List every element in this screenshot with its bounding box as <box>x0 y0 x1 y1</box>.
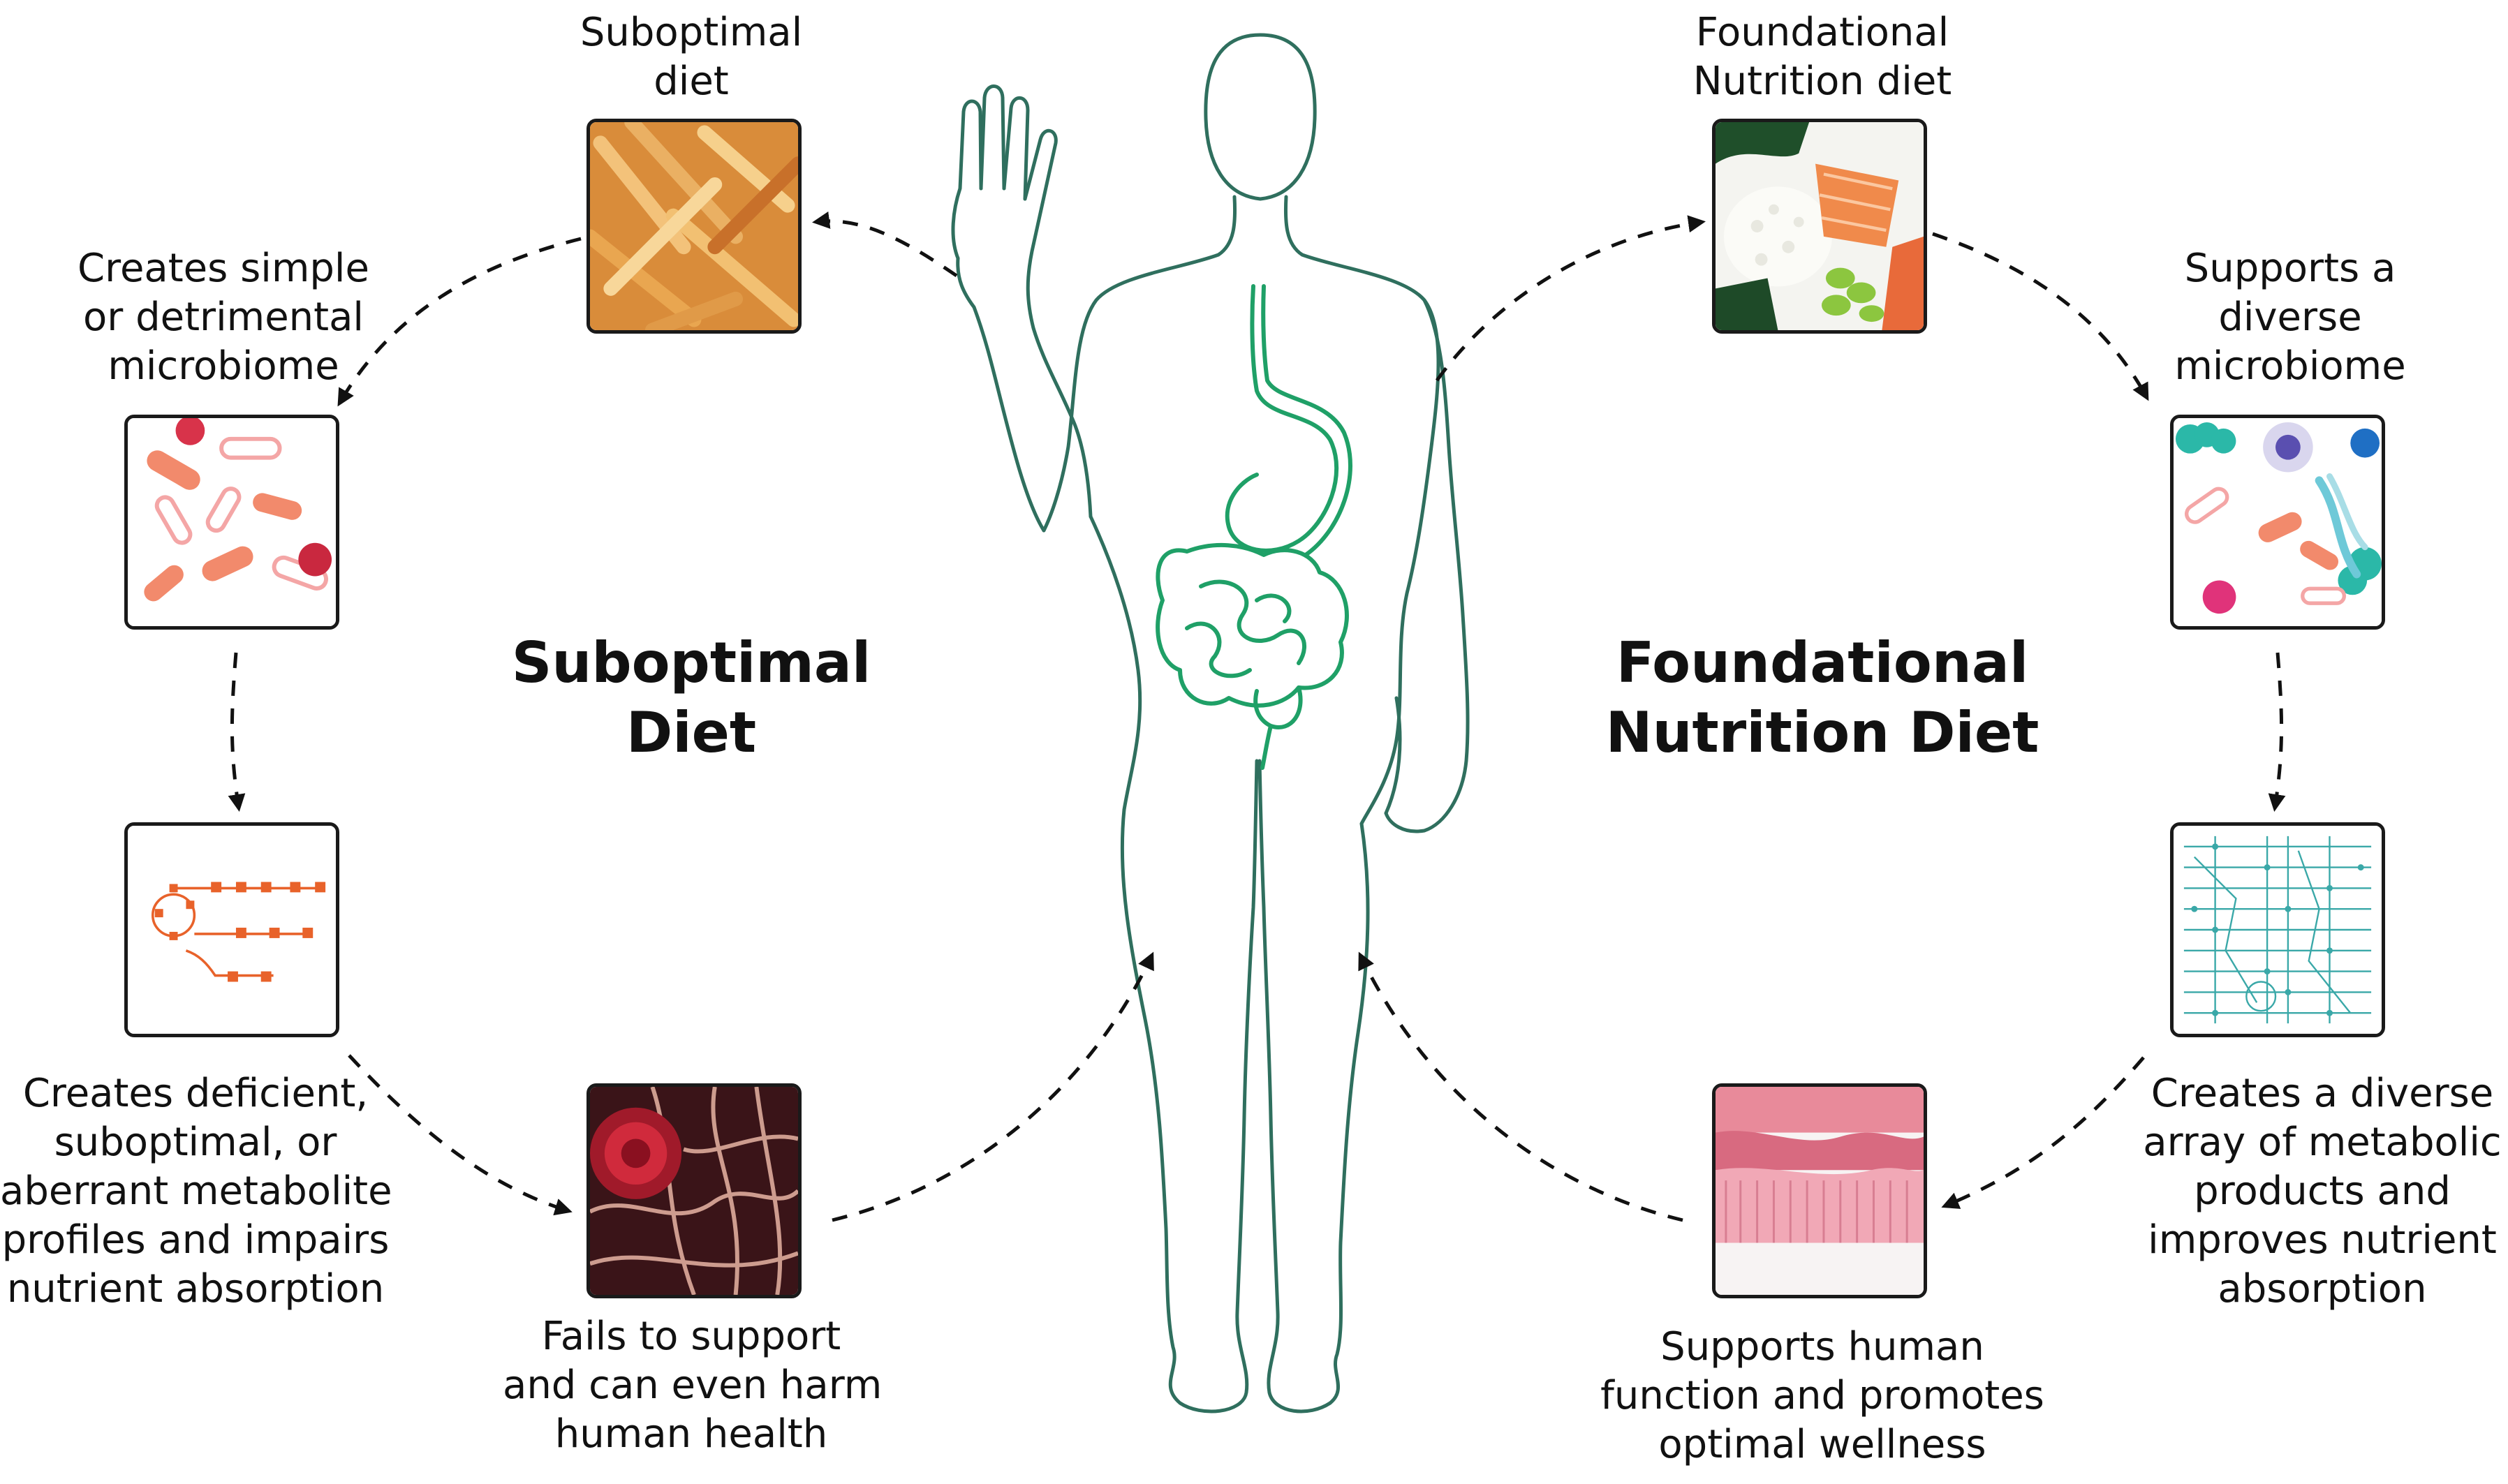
digestive-tract-icon <box>1156 284 1352 770</box>
label-line: optimal wellness <box>1658 1422 1986 1467</box>
label-line: Creates deficient, <box>22 1071 369 1116</box>
label-line: or detrimental <box>83 295 364 340</box>
diverse-metabolic-label: Creates a diverse array of metabolic pro… <box>2137 1069 2508 1314</box>
foundational-diet-label: Foundational Nutrition diet <box>1648 8 1997 106</box>
fails-to-support-label: Fails to support and can even harm human… <box>503 1312 883 1459</box>
label-line: nutrient absorption <box>6 1266 385 1312</box>
label-line: absorption <box>2218 1266 2427 1312</box>
diverse-microbes-illustration-icon <box>2170 415 2385 630</box>
label-line: Supports a <box>2184 246 2396 291</box>
arrow-pathway-to-cell <box>348 1054 573 1216</box>
label-line: array of metabolic <box>2143 1120 2502 1165</box>
bacteria-illustration-icon <box>124 415 339 630</box>
heading-line: Diet <box>626 700 757 765</box>
arrow-cell-to-body <box>832 951 1154 1222</box>
dashed-arrows <box>228 212 2286 1222</box>
suboptimal-diet-label: Suboptimal diet <box>552 8 831 106</box>
supports-human-label: Supports human function and promotes opt… <box>1599 1323 2046 1469</box>
arrow-microbes-to-pathway <box>228 652 246 812</box>
label-line: human health <box>554 1411 828 1457</box>
label-line: profiles and impairs <box>1 1217 390 1263</box>
arrow-fries-to-microbes <box>337 237 582 407</box>
sparse-metabolic-pathway-icon <box>124 822 339 1037</box>
deficient-metabolite-label: Creates deficient, suboptimal, or aberra… <box>0 1069 392 1314</box>
label-line: aberrant metabolite <box>0 1168 392 1214</box>
human-body-outline-icon <box>951 33 1470 1413</box>
arrow-body-to-meal <box>1435 215 1706 382</box>
label-line: Creates simple <box>78 246 369 291</box>
arrow-meal-to-microbes <box>1932 232 2149 401</box>
fries-photo-icon <box>587 119 802 334</box>
label-line: Foundational <box>1695 10 1949 55</box>
foundational-diet-heading: Foundational Nutrition Diet <box>1578 628 2067 768</box>
heading-line: Foundational <box>1616 630 2029 695</box>
label-line: Supports human <box>1660 1324 1984 1370</box>
label-line: Creates a diverse <box>2151 1071 2494 1116</box>
label-line: diverse <box>2218 295 2362 340</box>
label-line: Nutrition diet <box>1692 59 1952 104</box>
label-line: diet <box>654 59 729 104</box>
heading-line: Suboptimal <box>511 630 871 695</box>
label-line: Suboptimal <box>580 10 803 55</box>
salmon-rice-bowl-photo-icon <box>1712 119 1927 334</box>
label-line: microbiome <box>108 343 339 389</box>
damaged-cell-micrograph-icon <box>587 1083 802 1298</box>
arrow-body-to-fries <box>812 212 958 278</box>
gut-tissue-histology-icon <box>1712 1083 1927 1298</box>
arrow-microbes-to-pathway-right <box>2268 652 2286 812</box>
label-line: products and <box>2194 1168 2451 1214</box>
arrow-pathway-to-tissue <box>1941 1056 2145 1209</box>
heading-line: Nutrition Diet <box>1605 700 2039 765</box>
diverse-microbiome-label: Supports a diverse microbiome <box>2151 244 2430 391</box>
label-line: improves nutrient <box>2148 1217 2497 1263</box>
label-line: and can even harm <box>503 1363 883 1408</box>
arrow-tissue-to-body <box>1358 951 1683 1222</box>
label-line: Fails to support <box>541 1314 841 1359</box>
simple-microbiome-label: Creates simple or detrimental microbiome <box>63 244 384 391</box>
label-line: function and promotes <box>1600 1373 2044 1418</box>
dense-metabolic-network-icon <box>2170 822 2385 1037</box>
suboptimal-diet-heading: Suboptimal Diet <box>482 628 901 768</box>
label-line: suboptimal, or <box>54 1120 337 1165</box>
label-line: microbiome <box>2174 343 2406 389</box>
